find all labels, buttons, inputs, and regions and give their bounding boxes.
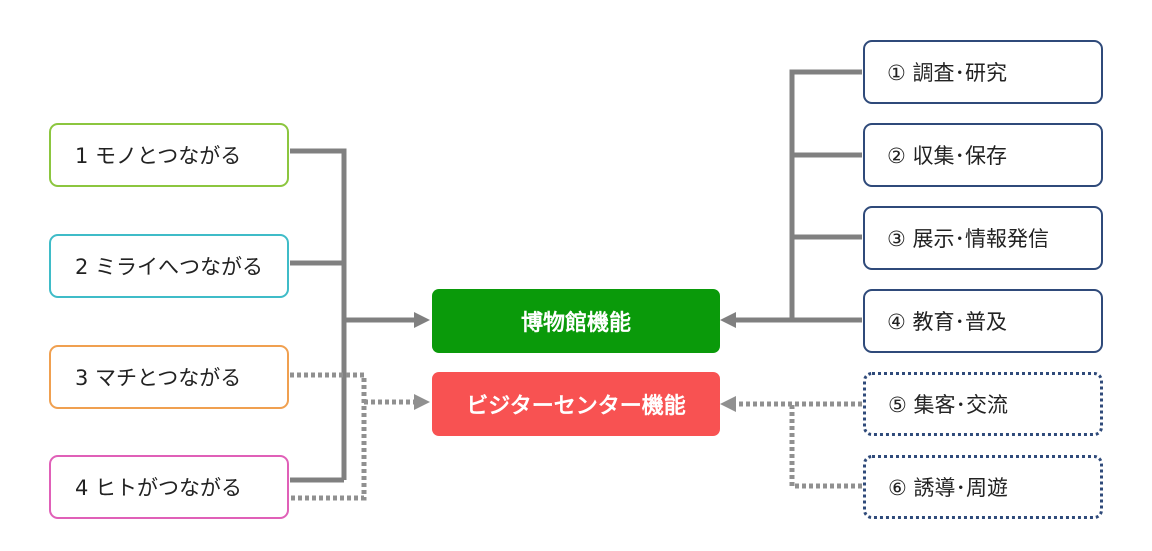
right-item-6: ⑥ 誘導･周遊 — [863, 455, 1103, 519]
arrow-from-right-to-museum — [720, 312, 736, 328]
right-item-3-label: ③ 展示･情報発信 — [887, 227, 1050, 251]
right-item-4-label: ④ 教育･普及 — [887, 310, 1008, 334]
left-item-4: 4 ヒトがつながる — [49, 455, 289, 519]
museum-function-box: 博物館機能 — [432, 289, 720, 353]
right-item-1-label: ① 調査･研究 — [887, 61, 1008, 85]
left-item-2-label: 2 ミライへつながる — [75, 255, 264, 279]
right-item-3: ③ 展示･情報発信 — [863, 206, 1103, 270]
left-item-1: 1 モノとつながる — [49, 123, 289, 187]
arrow-to-museum — [414, 312, 430, 328]
arrow-from-right-to-visitor — [720, 396, 736, 412]
left-item-1-label: 1 モノとつながる — [75, 144, 242, 168]
museum-function-label: 博物館機能 — [520, 311, 631, 336]
left-item-3: 3 マチとつながる — [49, 345, 289, 409]
right-item-5-label: ⑤ 集客･交流 — [888, 393, 1009, 417]
connector-left-3-dotted — [290, 372, 367, 501]
arrow-to-visitor — [414, 394, 430, 410]
left-item-4-label: 4 ヒトがつながる — [75, 476, 243, 500]
left-item-3-label: 3 マチとつながる — [75, 366, 242, 390]
connector-left-1 — [290, 148, 347, 480]
connector-right-trunk — [789, 69, 862, 320]
visitor-center-function-box: ビジターセンター機能 — [432, 372, 720, 436]
left-item-2: 2 ミライへつながる — [49, 234, 289, 298]
right-item-5: ⑤ 集客･交流 — [863, 372, 1103, 436]
right-item-6-label: ⑥ 誘導･周遊 — [888, 476, 1009, 500]
right-item-2-label: ② 収集･保存 — [887, 144, 1008, 168]
right-item-2: ② 収集･保存 — [863, 123, 1103, 187]
right-item-1: ① 調査･研究 — [863, 40, 1103, 104]
right-item-4: ④ 教育･普及 — [863, 289, 1103, 353]
visitor-center-function-label: ビジターセンター機能 — [466, 394, 686, 419]
connector-right-6-dotted — [789, 404, 862, 489]
